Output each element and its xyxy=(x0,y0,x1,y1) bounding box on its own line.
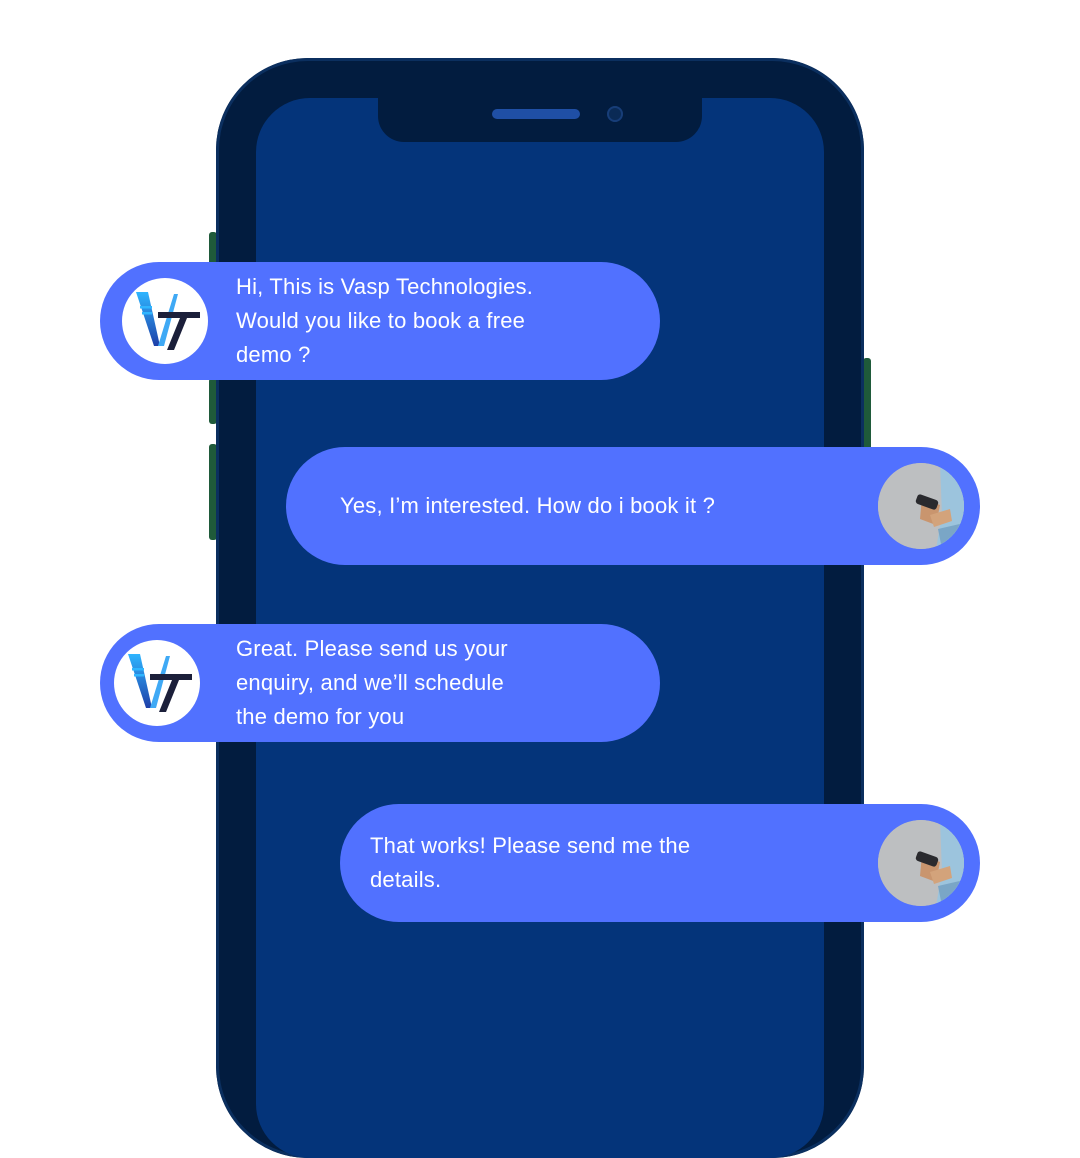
chat-bubble-user: Yes, I’m interested. How do i book it ? xyxy=(286,447,980,565)
chat-bubble-company: Hi, This is Vasp Technologies. Would you… xyxy=(100,262,660,380)
message-text: Great. Please send us your enquiry, and … xyxy=(236,636,508,729)
chat-bubble-company: Great. Please send us your enquiry, and … xyxy=(100,624,660,742)
chat-bubble-user: That works! Please send me the details. xyxy=(340,804,980,922)
vt-logo-icon xyxy=(122,278,208,364)
message-text: Hi, This is Vasp Technologies. Would you… xyxy=(236,274,534,367)
phone-side-button-top xyxy=(209,232,217,276)
phone-side-button-mid xyxy=(209,378,217,424)
person-with-phone-photo xyxy=(878,463,964,549)
phone-side-button-low xyxy=(209,444,217,540)
vt-logo-icon xyxy=(114,640,200,726)
message-text: That works! Please send me the details. xyxy=(370,833,691,892)
phone-notch xyxy=(378,96,702,142)
front-camera-icon xyxy=(607,106,623,122)
phone-speaker xyxy=(492,109,580,119)
message-text: Yes, I’m interested. How do i book it ? xyxy=(340,493,716,518)
person-with-phone-photo xyxy=(878,820,964,906)
phone-power-button xyxy=(863,358,871,450)
